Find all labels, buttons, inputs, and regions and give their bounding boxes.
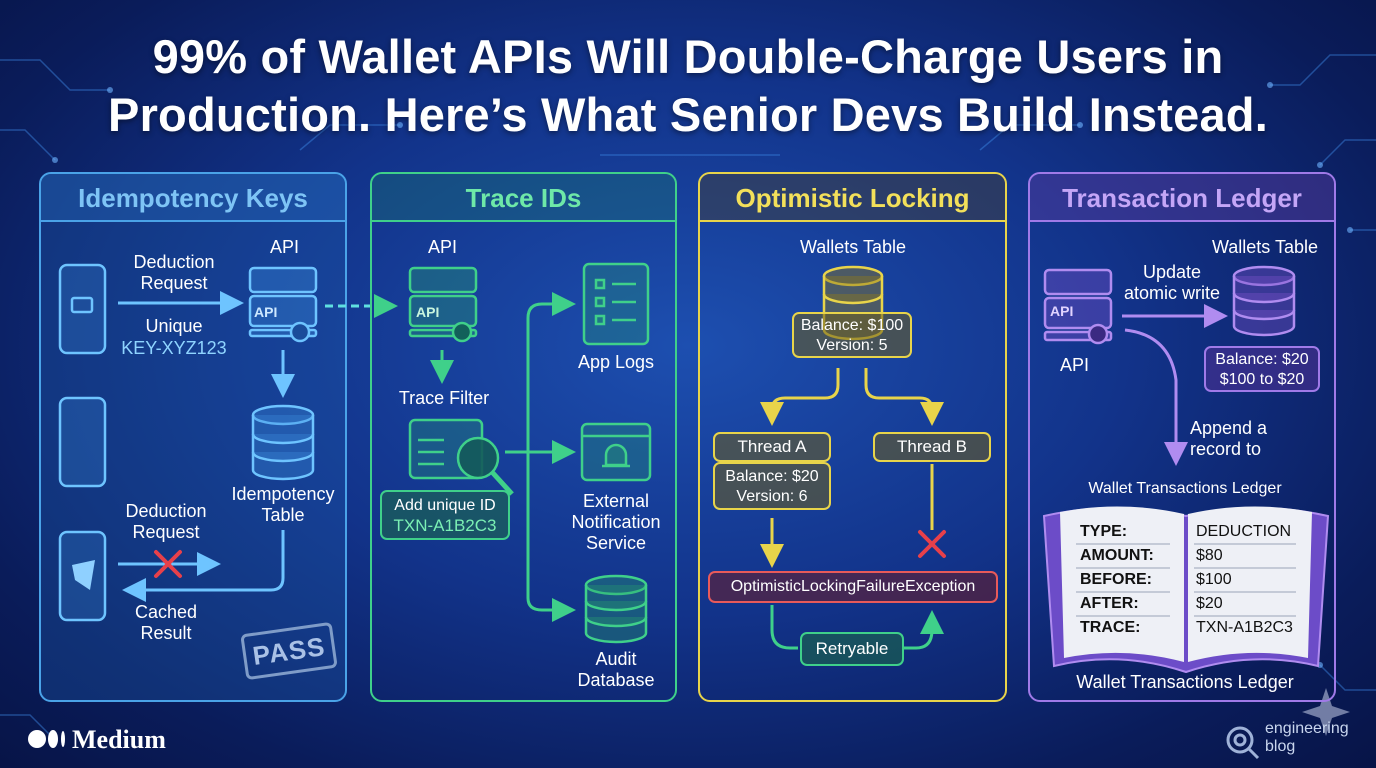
phone-icon-3 (58, 530, 107, 622)
audit-database-icon (584, 574, 648, 644)
ledger-row-before-value: $100 (1196, 571, 1232, 588)
medium-brand: Medium (72, 725, 166, 754)
lock-wallets-table-label: Wallets Table (799, 237, 907, 257)
app-logs-icon (582, 262, 650, 346)
trace-app-logs-label: App Logs (577, 352, 655, 372)
idempotency-table-icon (251, 404, 315, 481)
ledger-row-amount-key: AMOUNT: (1080, 547, 1154, 564)
ledger-update-label: Update atomic write (1123, 262, 1221, 303)
idem-api-chip: API (254, 304, 278, 320)
trace-notification-label: External Notification Service (571, 491, 661, 553)
idem-unique-key: KEY-XYZ123 (121, 338, 227, 358)
lock-db-version: Version: 5 (816, 337, 888, 354)
ledger-row-after-key: AFTER: (1080, 595, 1139, 612)
trace-api-chip: API (416, 304, 440, 320)
ledger-balance-box: Balance: $20 $100 to $20 (1204, 346, 1320, 392)
idem-api-label: API (270, 237, 300, 257)
idem-deduction-request-2: Deduction Request (125, 501, 207, 542)
trace-id-value: TXN-A1B2C3 (393, 516, 497, 535)
ledger-row-type-value: DEDUCTION (1196, 523, 1292, 540)
trace-api-server-icon (408, 266, 478, 343)
ledger-row-trace-key: TRACE: (1080, 619, 1141, 636)
locking-exception-box: OptimisticLockingFailureException (708, 571, 998, 603)
trace-add-id-label: Add unique ID (394, 497, 496, 514)
ledger-row-type-key: TYPE: (1080, 523, 1128, 540)
trace-add-id-box: Add unique ID TXN-A1B2C3 (380, 490, 510, 540)
trace-filter-icon (408, 418, 514, 496)
ledger-row-amount-value: $80 (1196, 547, 1223, 564)
idem-deduction-request-1: Deduction Request (133, 252, 215, 293)
ledger-change: $100 to $20 (1219, 371, 1305, 388)
ledger-row-after-value: $20 (1196, 595, 1223, 612)
panel-idempotency-keys: Idempotency Keys (39, 172, 347, 702)
thread-b-fail-x-icon (918, 530, 946, 558)
ledger-wallets-db-icon (1232, 265, 1296, 337)
ledger-row-before-key: BEFORE: (1080, 571, 1152, 588)
title-line-1: 99% of Wallet APIs Will Double-Charge Us… (152, 30, 1224, 83)
ledger-title-bottom: Wallet Transactions Ledger (1076, 672, 1294, 692)
idem-cached-result: Cached Result (134, 602, 198, 643)
page-title: 99% of Wallet APIs Will Double-Charge Us… (0, 28, 1376, 144)
ledger-book-icon (1042, 506, 1330, 674)
blocked-x-icon (154, 550, 182, 578)
thread-a-state-box: Balance: $20 Version: 6 (713, 462, 831, 510)
medium-logo-icon (28, 730, 65, 748)
idem-unique-label: Unique (145, 316, 203, 336)
notification-bell-icon (580, 422, 652, 482)
thread-b-box: Thread B (873, 432, 991, 462)
retryable-box: Retryable (800, 632, 904, 666)
thread-a-balance: Balance: $20 (725, 468, 819, 485)
panel-heading: Idempotency Keys (41, 174, 345, 222)
ledger-balance: Balance: $20 (1215, 351, 1309, 368)
engineering-blog-brand: engineering blog (1265, 720, 1349, 755)
ledger-row-trace-value: TXN-A1B2C3 (1196, 619, 1293, 636)
phone-icon-1 (58, 263, 107, 355)
sparkle-icon (1302, 688, 1350, 736)
ledger-append-label: Append a record to (1190, 418, 1268, 459)
engineering-blog-gear-icon (1226, 726, 1260, 760)
ledger-title-top: Wallet Transactions Ledger (1088, 480, 1282, 497)
lock-db-state-box: Balance: $100 Version: 5 (792, 312, 912, 358)
lock-db-balance: Balance: $100 (800, 317, 904, 334)
trace-api-label: API (428, 237, 458, 257)
thread-a-version: Version: 6 (736, 488, 808, 505)
phone-icon-2 (58, 396, 107, 488)
ledger-api-label: API (1060, 355, 1090, 375)
trace-filter-label: Trace Filter (398, 388, 490, 408)
ledger-api-server-icon (1043, 268, 1113, 345)
thread-a-box: Thread A (713, 432, 831, 462)
idem-table-label: Idempotency Table (231, 484, 335, 525)
trace-audit-label: Audit Database (577, 649, 655, 690)
ledger-api-chip: API (1050, 303, 1074, 319)
ledger-wallets-table-label: Wallets Table (1211, 237, 1319, 257)
api-server-icon (248, 266, 318, 343)
title-line-2: Production. Here’s What Senior Devs Buil… (108, 88, 1268, 141)
